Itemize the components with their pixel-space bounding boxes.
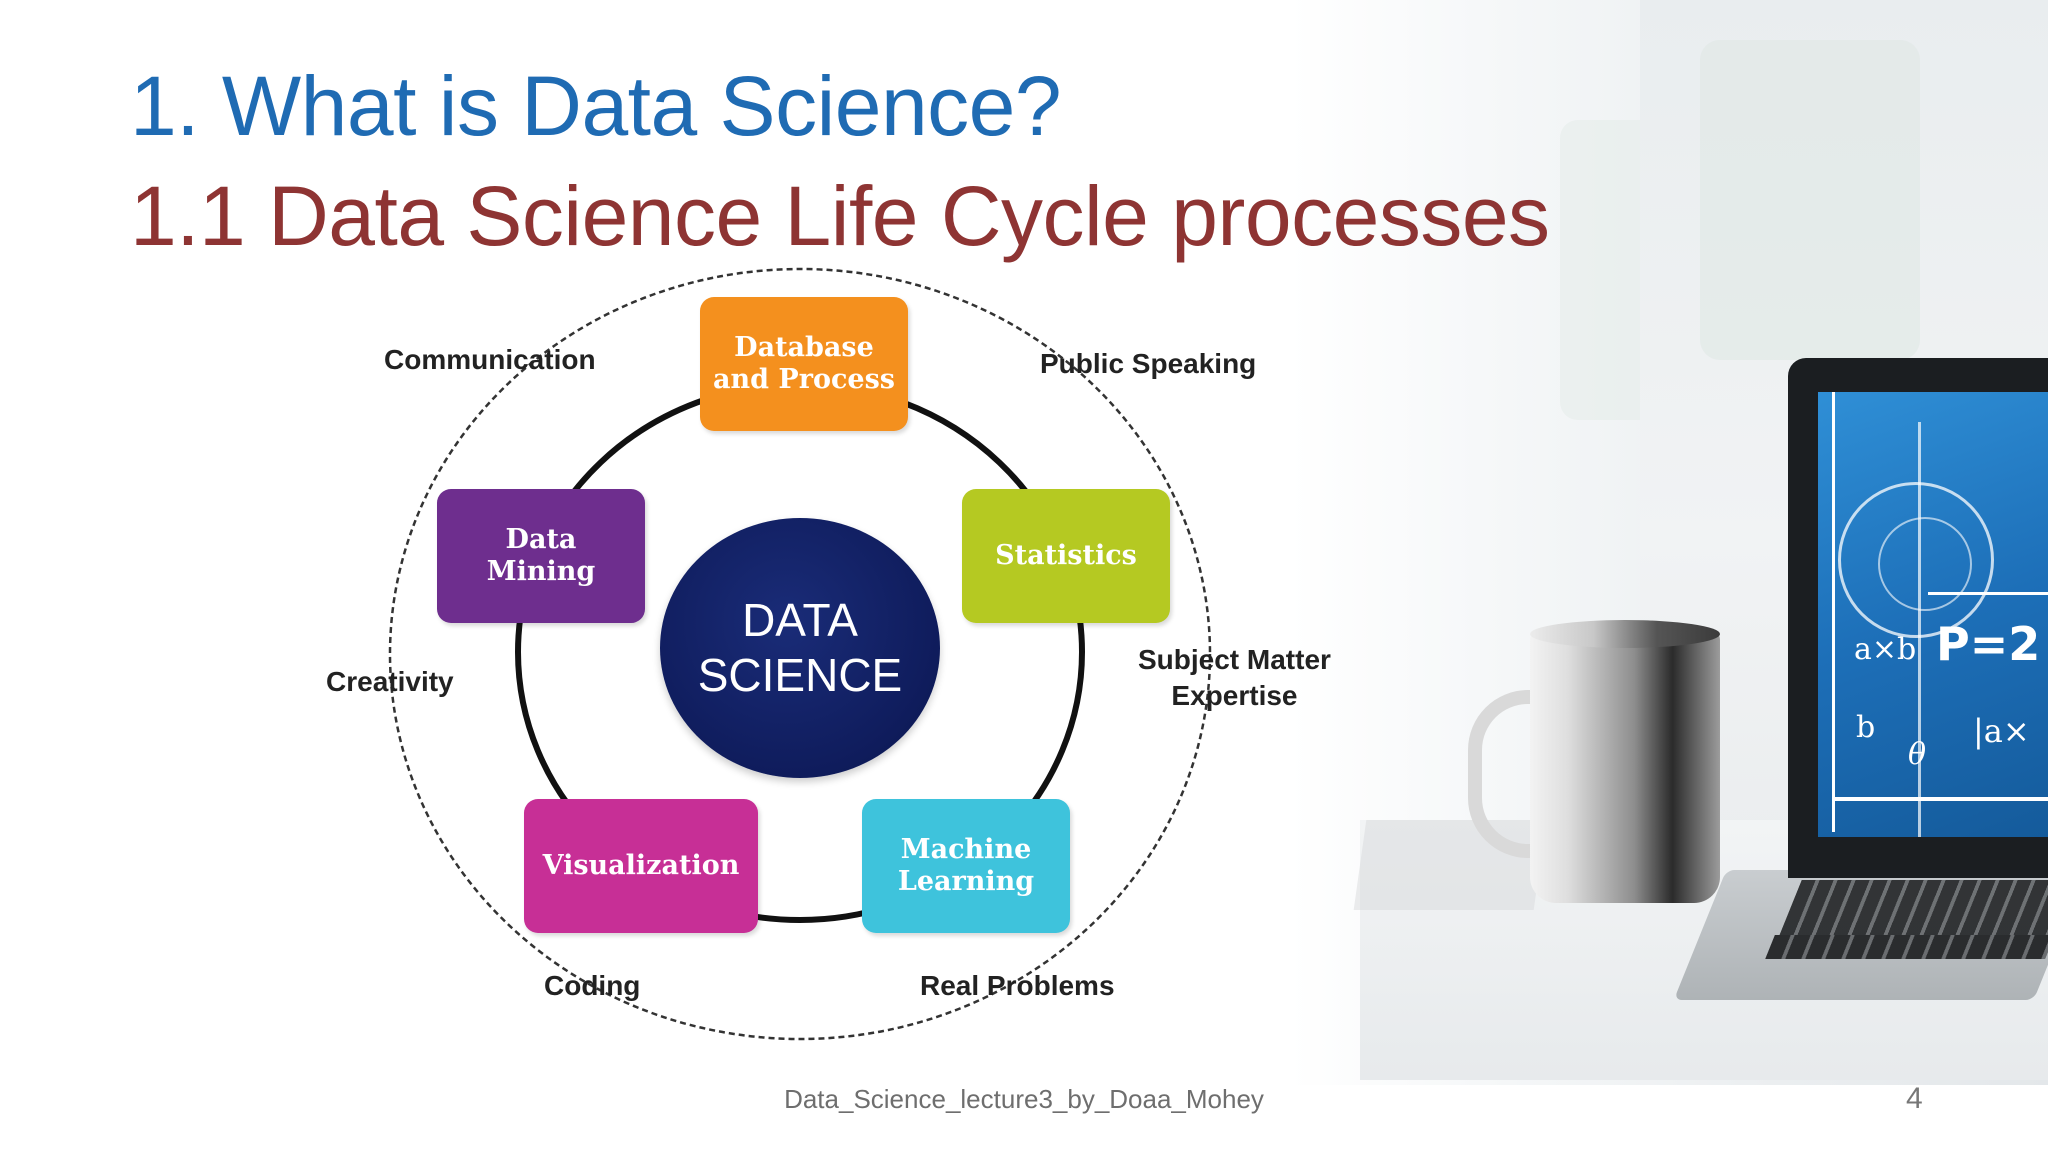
screen-text-abs: |a× [1973,712,2030,750]
process-visualization-label: Visualization [542,850,740,882]
skill-public-speaking: Public Speaking [1040,348,1257,379]
laptop-screen: a×b P=2 b θ |a× [1818,392,2048,837]
process-machine-learning-label: Machine Learning [897,834,1035,897]
skill-communication: Communication [384,344,596,375]
process-visualization: Visualization [524,799,758,933]
skill-real-problems: Real Problems [920,970,1115,1001]
outer-dashed-ring [388,267,1212,1041]
process-machine-learning: Machine Learning [862,799,1070,933]
screen-circle [1838,482,1994,638]
screen-text-b: b [1856,710,1876,745]
mug-rim [1530,620,1720,648]
slide-title: 1. What is Data Science? [130,59,1062,153]
page-number: 4 [1906,1082,1923,1115]
core-label: DATA SCIENCE [697,593,903,701]
process-statistics-label: Statistics [995,540,1137,572]
screen-circle-inner [1878,517,1972,611]
screen-formula: P=2 [1936,617,2041,671]
screen-axis-line-2 [1832,797,2048,801]
screen-grid-line-2 [1928,592,2048,595]
process-database: Database and Process [700,297,908,431]
process-data-mining: Data Mining [437,489,645,623]
skill-coding: Coding [544,970,641,1001]
skill-creativity: Creativity [326,666,454,697]
slide-footer: Data_Science_lecture3_by_Doaa_Mohey [784,1084,1264,1114]
data-science-core: DATA SCIENCE [660,518,940,778]
process-statistics: Statistics [962,489,1170,623]
screen-text-theta: θ [1908,737,1927,772]
slide-subtitle: 1.1 Data Science Life Cycle processes [130,169,1550,263]
background-plant-blur-2 [1700,40,1920,360]
screen-text-axb: a×b [1854,632,1917,667]
mug [1530,628,1720,903]
process-database-label: Database and Process [713,332,895,395]
skill-subject-matter-expertise: Subject Matter Expertise [1138,644,1331,712]
screen-axis-line [1832,392,1835,832]
process-data-mining-label: Data Mining [486,524,596,587]
screen-grid-line [1918,422,1921,837]
